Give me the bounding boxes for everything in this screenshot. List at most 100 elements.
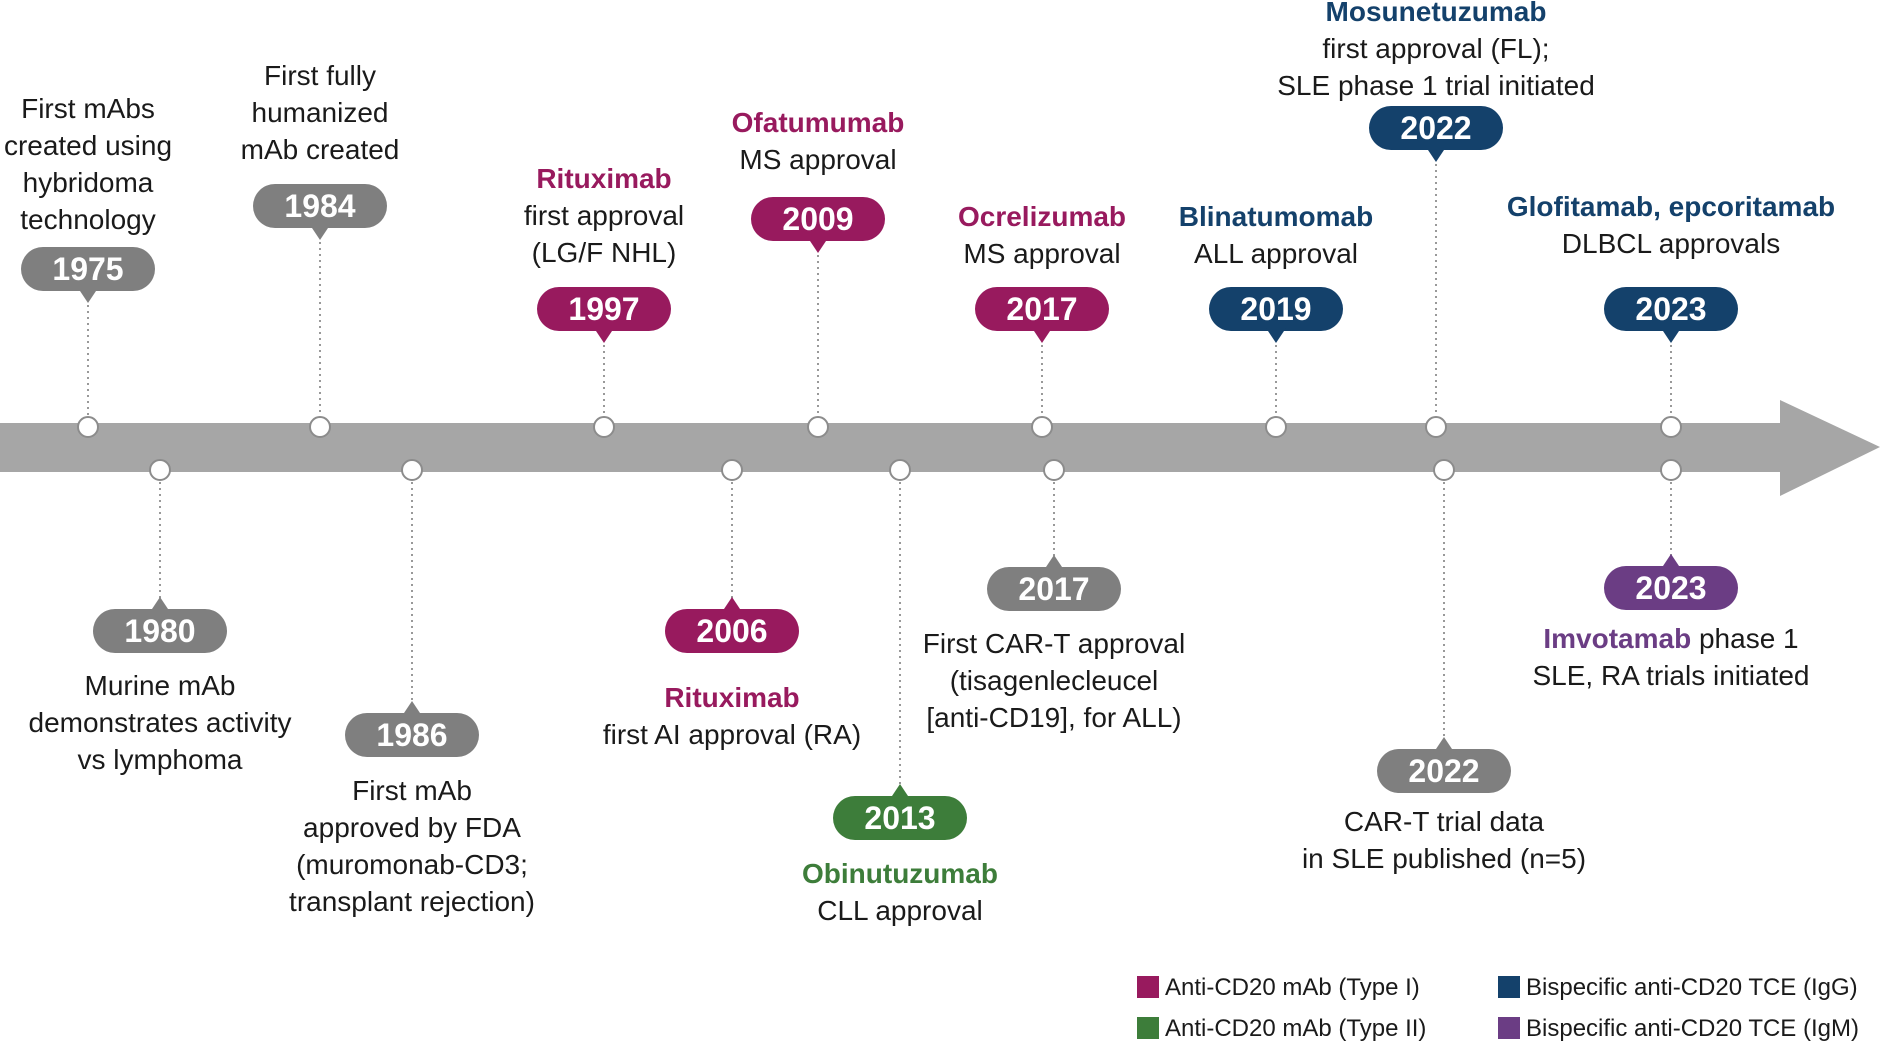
event-text: First fully [264, 60, 376, 91]
event-text-line: in SLE published (n=5) [1204, 840, 1684, 877]
year-label: 2022 [1408, 753, 1479, 789]
year-badge [1369, 106, 1503, 150]
legend-item-type1: Anti-CD20 mAb (Type I) [1137, 974, 1420, 1002]
timeline-event: 2023 [1604, 287, 1738, 438]
event-text: created using [3, 130, 173, 161]
timeline-event: 2006 [665, 459, 799, 653]
legend-label: Bispecific anti-CD20 TCE (IgG) [1526, 974, 1858, 1001]
timeline-dot [1433, 459, 1455, 481]
year-badge [987, 567, 1121, 611]
legend-item-type2: Anti-CD20 mAb (Type II) [1137, 1015, 1426, 1043]
timeline-event: 1975 [21, 247, 155, 438]
drug-name: Blinatumomab [1178, 201, 1374, 232]
year-badge [21, 247, 155, 291]
event-text: First CAR-T approval [922, 628, 1186, 659]
event-text: in SLE published (n=5) [1301, 843, 1587, 874]
legend-swatch [1498, 1017, 1520, 1039]
event-text-line: First mAbs [0, 90, 328, 127]
year-badge [833, 796, 967, 840]
timeline-dot [1660, 459, 1682, 481]
event-text: [anti-CD19], for ALL) [926, 702, 1182, 733]
legend-item-igg: Bispecific anti-CD20 TCE (IgG) [1498, 974, 1858, 1002]
event-text-line: approved by FDA [172, 809, 652, 846]
event-text: CLL approval [817, 895, 983, 926]
timeline-arrow [0, 400, 1880, 496]
timeline-dot [889, 459, 911, 481]
timeline-dot [1043, 459, 1065, 481]
event-label: CAR-T trial data in SLE published (n=5) [1204, 803, 1684, 877]
badge-pointer [310, 225, 330, 240]
event-text: SLE phase 1 trial initiated [1277, 70, 1595, 101]
legend-label: Bispecific anti-CD20 TCE (IgM) [1526, 1015, 1859, 1042]
legend-item-igm: Bispecific anti-CD20 TCE (IgM) [1498, 1015, 1859, 1043]
year-label: 1975 [52, 251, 123, 287]
event-text: CAR-T trial data [1343, 806, 1545, 837]
drug-name-line: Rituximab [364, 160, 844, 197]
legend-swatch [1498, 976, 1520, 998]
event-text: (muromonab-CD3; [296, 849, 528, 880]
badge-pointer [722, 597, 742, 612]
event-text-line: CLL approval [660, 892, 1140, 929]
timeline-dot [1265, 416, 1287, 438]
year-badge [1377, 749, 1511, 793]
year-label: 1997 [568, 291, 639, 327]
legend-label: Anti-CD20 mAb (Type II) [1165, 1015, 1427, 1042]
event-text-line: Murine mAb [0, 667, 400, 704]
badge-pointer [890, 784, 910, 799]
year-badge [537, 287, 671, 331]
timeline-dot [77, 416, 99, 438]
year-badge [253, 184, 387, 228]
badge-pointer [1266, 328, 1286, 343]
event-text-line: First CAR-T approval [814, 625, 1294, 662]
year-label: 2006 [696, 613, 767, 649]
year-badge [1209, 287, 1343, 331]
drug-name: Rituximab [536, 163, 672, 194]
timeline-event: 1980 [93, 459, 227, 653]
timeline-dot [401, 459, 423, 481]
event-text: first AI approval (RA) [602, 719, 862, 750]
event-label: Rituximab first AI approval (RA) [492, 679, 972, 753]
event-text-line: technology [0, 201, 328, 238]
event-text: DLBCL approvals [1561, 228, 1781, 259]
event-text: vs lymphoma [77, 744, 243, 775]
timeline-dot [1031, 416, 1053, 438]
legend-label: Anti-CD20 mAb (Type I) [1165, 974, 1420, 1001]
year-label: 2019 [1240, 291, 1311, 327]
drug-name-line: Ofatumumab [578, 104, 1058, 141]
legend-swatch [1137, 1017, 1159, 1039]
drug-name-line: Ocrelizumab [802, 198, 1282, 235]
event-text-line: CAR-T trial data [1204, 803, 1684, 840]
timeline-dot [1425, 416, 1447, 438]
event-text: approved by FDA [303, 812, 521, 843]
event-text-line: vs lymphoma [0, 741, 400, 778]
event-label: Mosunetuzumab first approval (FL);SLE pha… [1196, 0, 1676, 104]
timeline-dot [593, 416, 615, 438]
year-label: 2009 [782, 201, 853, 237]
timeline-event: 2022 [1377, 459, 1511, 793]
drug-name: Mosunetuzumab [1325, 0, 1547, 27]
year-badge [975, 287, 1109, 331]
event-text-line: (LG/F NHL) [364, 234, 844, 271]
event-text-line: hybridoma [0, 164, 328, 201]
drug-name: Rituximab [664, 682, 800, 713]
year-badge [93, 609, 227, 653]
badge-pointer [1434, 737, 1454, 752]
event-text-line: SLE, RA trials initiated [1431, 657, 1895, 694]
badge-pointer [1661, 328, 1681, 343]
event-text-line: (muromonab-CD3; [172, 846, 652, 883]
event-text-line: transplant rejection) [172, 883, 652, 920]
timeline-event: 1997 [537, 287, 671, 438]
drug-name-line: Mosunetuzumab [1196, 0, 1676, 30]
event-text-line: demonstrates activity [0, 704, 400, 741]
drug-name-line: Glofitamab, epcoritamab [1431, 188, 1895, 225]
event-text-line: first approval (FL); [1196, 30, 1676, 67]
event-text: (tisagenlecleucel [949, 665, 1159, 696]
year-label: 2017 [1018, 571, 1089, 607]
